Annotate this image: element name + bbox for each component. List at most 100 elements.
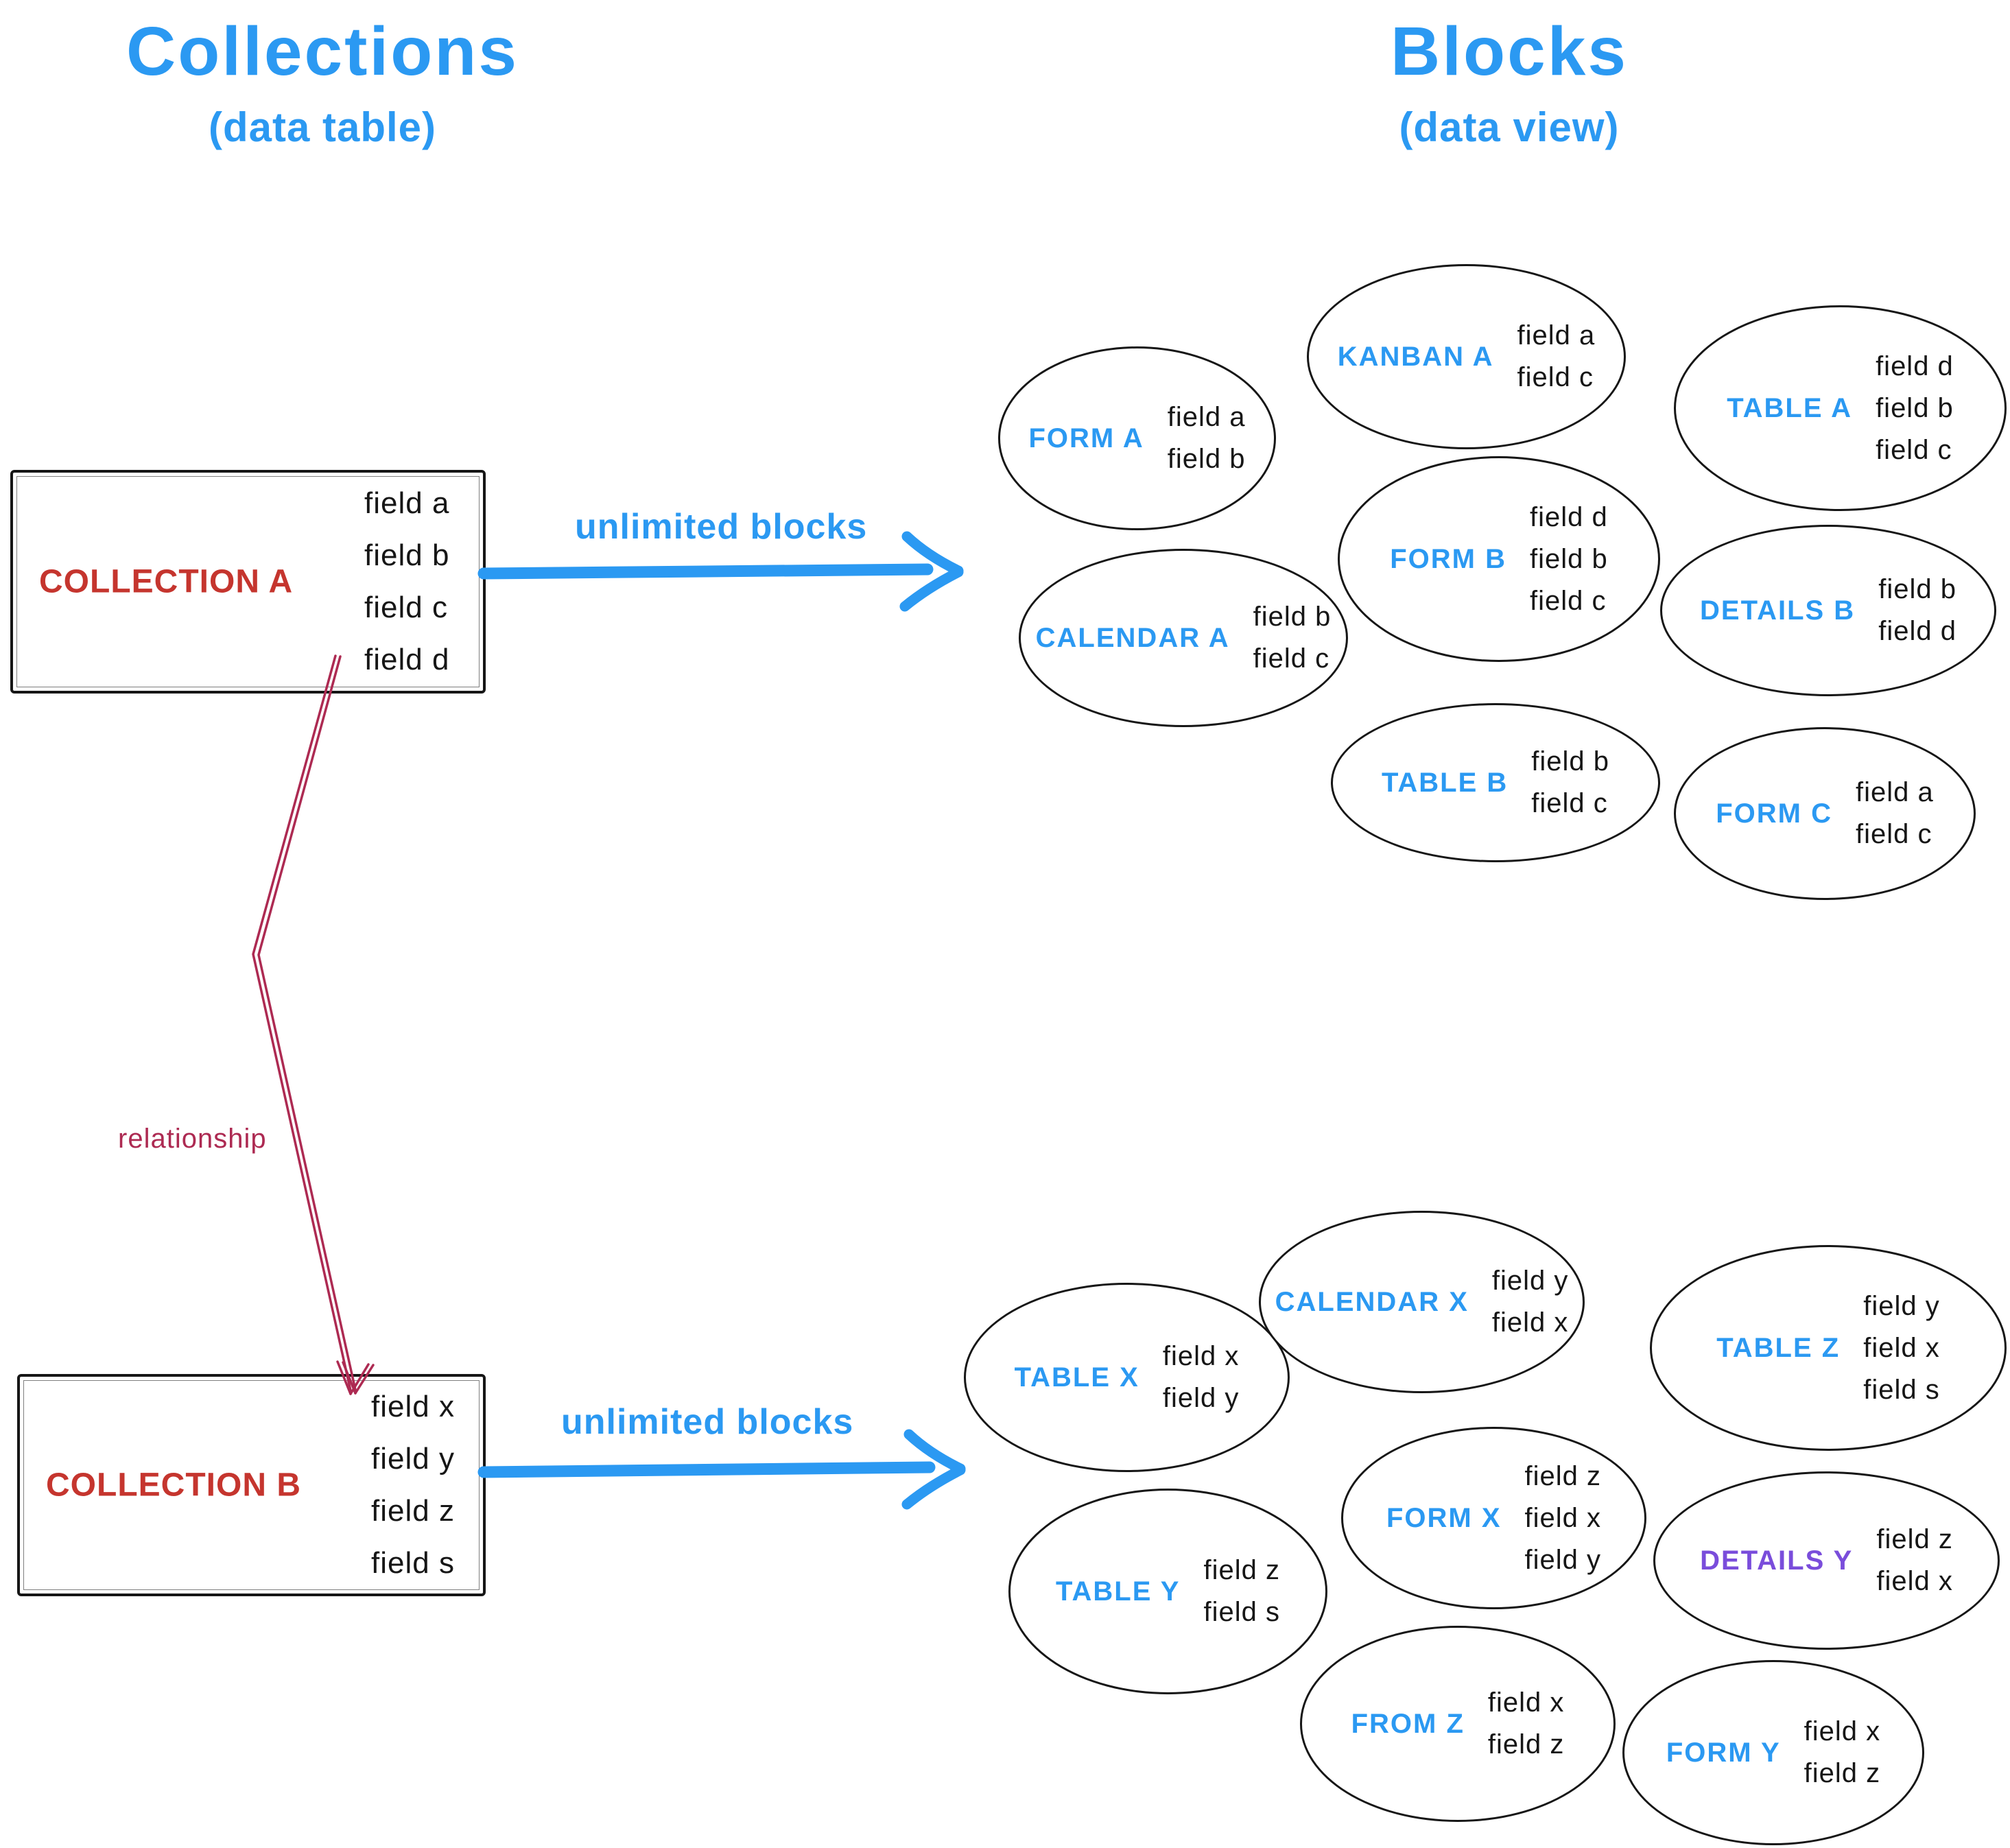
block-label: KANBAN A	[1337, 341, 1494, 372]
block-label: DETAILS B	[1700, 595, 1856, 626]
block-field: field z	[1804, 1758, 1881, 1788]
block-field: field b	[1876, 392, 1954, 423]
block-fields: field x field z	[1488, 1687, 1565, 1760]
block-field: field x	[1863, 1332, 1940, 1363]
unlimited-blocks-label-b: unlimited blocks	[561, 1402, 854, 1442]
block-field: field y	[1524, 1544, 1602, 1575]
block-ellipse: FORM X field z field x field y	[1341, 1427, 1646, 1609]
block-label: FORM B	[1390, 543, 1506, 574]
collection-field: field d	[364, 643, 450, 676]
block-fields: field d field b field c	[1876, 351, 1954, 466]
block-field: field z	[1487, 1729, 1565, 1760]
block-field: field c	[1876, 434, 1952, 465]
collection-field: field b	[364, 538, 450, 572]
block-field: field y	[1863, 1290, 1940, 1321]
collection-a-title: COLLECTION A	[39, 563, 294, 600]
blocks-subtitle: (data view)	[1399, 104, 1620, 150]
block-ellipse: FROM Z field x field z	[1300, 1626, 1616, 1822]
block-fields: field d field b field c	[1530, 502, 1608, 617]
block-field: field c	[1856, 819, 1932, 849]
block-label: FORM Y	[1666, 1737, 1781, 1768]
collection-field: field y	[371, 1442, 455, 1476]
block-fields: field z field x field y	[1525, 1461, 1602, 1576]
block-field: field d	[1876, 351, 1954, 381]
block-field: field z	[1203, 1555, 1280, 1585]
block-ellipse: TABLE Y field z field s	[1008, 1489, 1327, 1694]
block-fields: field x field y	[1163, 1341, 1240, 1414]
collection-field: field a	[364, 486, 450, 520]
block-field: field b	[1530, 543, 1608, 574]
block-field: field x	[1876, 1566, 1953, 1596]
block-label: CALENDAR X	[1275, 1286, 1469, 1317]
block-field: field x	[1162, 1341, 1240, 1371]
block-field: field s	[1863, 1374, 1940, 1405]
block-field: field a	[1517, 320, 1596, 351]
block-fields: field z field x	[1876, 1524, 1953, 1597]
block-field: field z	[1524, 1460, 1602, 1491]
block-fields: field b field c	[1531, 746, 1609, 819]
blocks-title: Blocks	[1391, 13, 1628, 90]
block-field: field s	[1203, 1597, 1280, 1627]
collection-b-title: COLLECTION B	[46, 1467, 301, 1504]
block-ellipse: FORM B field d field b field c	[1338, 456, 1660, 662]
block-field: field b	[1253, 602, 1332, 632]
block-ellipse: FORM C field a field c	[1674, 727, 1976, 900]
block-label: DETAILS Y	[1700, 1545, 1854, 1576]
block-fields: field a field c	[1517, 320, 1596, 393]
block-label: FORM X	[1386, 1502, 1502, 1533]
collection-field: field c	[364, 591, 448, 624]
block-field: field c	[1253, 643, 1330, 674]
block-ellipse: TABLE A field d field b field c	[1674, 305, 2007, 511]
block-field: field x	[1491, 1307, 1569, 1338]
block-field: field b	[1531, 746, 1610, 777]
collections-heading: Collections (data table)	[82, 12, 563, 151]
block-field: field d	[1530, 501, 1608, 532]
block-ellipse: CALENDAR A field b field c	[1019, 549, 1348, 727]
block-label: CALENDAR A	[1035, 622, 1230, 653]
block-ellipse: TABLE B field b field c	[1331, 703, 1660, 862]
block-field: field c	[1531, 788, 1608, 818]
collection-field: field s	[371, 1546, 455, 1580]
block-fields: field y field x field s	[1863, 1291, 1940, 1406]
relationship-line	[252, 654, 375, 1395]
block-label: TABLE B	[1381, 767, 1509, 798]
block-ellipse: KANBAN A field a field c	[1307, 264, 1626, 449]
block-label: TABLE A	[1727, 392, 1853, 423]
block-field: field a	[1167, 402, 1246, 432]
unlimited-blocks-arrow-b	[477, 1429, 966, 1510]
blocks-heading: Blocks (data view)	[1303, 12, 1715, 151]
block-label: TABLE Y	[1056, 1576, 1181, 1607]
block-field: field y	[1162, 1383, 1240, 1413]
collection-a-fields: field a field b field c field d	[364, 486, 449, 677]
block-field: field b	[1878, 574, 1956, 604]
collections-subtitle: (data table)	[208, 104, 437, 150]
block-label: FORM A	[1028, 423, 1144, 453]
unlimited-blocks-label-a: unlimited blocks	[575, 507, 868, 547]
block-field: field z	[1876, 1524, 1953, 1554]
block-field: field x	[1524, 1502, 1602, 1533]
block-field: field x	[1487, 1687, 1565, 1718]
block-label: TABLE X	[1014, 1362, 1139, 1393]
block-field: field a	[1856, 777, 1934, 807]
block-label: FROM Z	[1351, 1708, 1465, 1739]
block-field: field c	[1517, 362, 1594, 392]
block-fields: field y field x	[1492, 1266, 1569, 1338]
block-ellipse: DETAILS Y field z field x	[1653, 1471, 2000, 1650]
block-fields: field b field c	[1253, 602, 1332, 674]
block-ellipse: CALENDAR X field y field x	[1259, 1211, 1585, 1393]
collection-field: field x	[371, 1390, 455, 1423]
block-fields: field a field c	[1856, 777, 1934, 850]
block-label: FORM C	[1716, 798, 1832, 829]
block-field: field c	[1530, 585, 1607, 616]
block-field: field y	[1491, 1266, 1569, 1296]
